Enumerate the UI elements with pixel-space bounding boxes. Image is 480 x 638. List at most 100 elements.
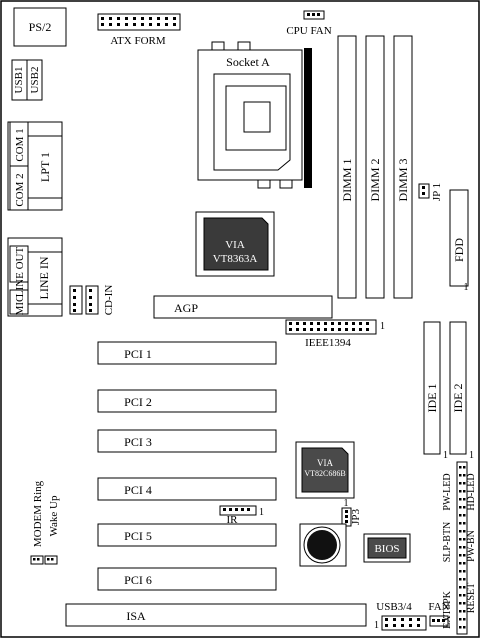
ieee1394-pin	[338, 328, 341, 331]
ide2-connector	[449, 321, 467, 455]
ieee1394-pin	[324, 322, 327, 325]
ieee1394-pin1-label: 1	[380, 321, 385, 332]
mic-label: MIC	[14, 295, 26, 316]
com2-label: COM 2	[14, 173, 26, 206]
front-panel-pin	[459, 530, 462, 533]
front-panel-pin	[463, 594, 466, 597]
ieee1394-pin	[359, 322, 362, 325]
atx-pin	[149, 17, 152, 20]
atx-pin	[109, 23, 112, 26]
front-panel-pin	[463, 546, 466, 549]
ps2-label: PS/2	[29, 20, 52, 34]
socket-latch	[211, 41, 225, 51]
jp1-jumper	[418, 183, 430, 199]
jp1-label: JP 1	[431, 183, 443, 201]
front-panel-pin	[459, 538, 462, 541]
extspk-label: EXTSPK	[442, 590, 453, 629]
front-panel-pin	[463, 474, 466, 477]
jp3-pin	[345, 520, 348, 523]
atx-pin	[141, 17, 144, 20]
pw-bn-label: PW-BN	[466, 530, 477, 562]
usb1-label: USB1	[13, 67, 25, 94]
dimm3-label: DIMM 3	[396, 158, 410, 201]
front-panel-pin	[459, 554, 462, 557]
pci5-slot	[97, 523, 277, 547]
front-panel-pin	[459, 498, 462, 501]
front-panel-pin	[463, 626, 466, 629]
front-panel-pin	[459, 578, 462, 581]
agp-label: AGP	[174, 301, 198, 315]
pci3-slot	[97, 429, 277, 453]
ir-pin	[223, 508, 226, 511]
front-panel-pin	[459, 474, 462, 477]
ieee1394-pin	[317, 322, 320, 325]
atx-pin	[173, 17, 176, 20]
front-panel-pin	[459, 594, 462, 597]
cd-in-header	[69, 285, 83, 315]
fan-pin	[437, 619, 440, 622]
jp1-pin	[422, 186, 425, 189]
front-panel-pin	[463, 586, 466, 589]
front-panel-pin	[459, 514, 462, 517]
reset-label: RESET	[466, 583, 477, 614]
pci1-label: PCI 1	[124, 347, 152, 361]
cpu-fan-pin	[312, 13, 315, 16]
lpt1-port	[27, 135, 63, 199]
ieee1394-pin	[296, 328, 299, 331]
dimm1-slot	[337, 35, 357, 299]
jp3-label: JP3	[350, 509, 362, 525]
ieee1394-pin	[366, 322, 369, 325]
ieee1394-pin	[345, 328, 348, 331]
hd-led-label: HD-LED	[466, 473, 477, 510]
ieee1394-pin	[338, 322, 341, 325]
fdd-connector	[449, 189, 469, 287]
front-panel-pin	[463, 530, 466, 533]
front-panel-header	[456, 461, 468, 635]
atx-pin	[165, 23, 168, 26]
atx-pin	[173, 23, 176, 26]
jp3-pin1-label: 1	[344, 498, 349, 509]
ir-pin1-label: 1	[259, 507, 264, 518]
dimm2-slot	[365, 35, 385, 299]
usb34-pin	[393, 624, 396, 627]
socket-tab	[279, 179, 293, 189]
ir-pin	[247, 508, 250, 511]
mic-jack	[9, 289, 29, 315]
ieee1394-pin	[310, 328, 313, 331]
front-panel-pin	[459, 618, 462, 621]
jp1-pin	[422, 192, 425, 195]
cpu-fan-label: CPU FAN	[286, 25, 331, 37]
front-panel-pin	[463, 562, 466, 565]
front-panel-pin	[463, 506, 466, 509]
cd-in-pin	[73, 289, 76, 292]
cpu-fan-pin	[307, 13, 310, 16]
pci2-slot	[97, 389, 277, 413]
cd-in-pin	[89, 309, 92, 312]
line-out-label: LINE OUT	[14, 247, 26, 298]
cd-in-header-2	[85, 285, 99, 315]
front-panel-pin	[463, 570, 466, 573]
cd-in-label: CD-IN	[103, 285, 115, 316]
front-panel-pin	[459, 602, 462, 605]
wake-up-pin	[51, 558, 54, 561]
ide1-pin1-label: 1	[443, 450, 448, 461]
ieee1394-pin	[359, 328, 362, 331]
cd-in-pin	[89, 296, 92, 299]
atx-pin	[157, 23, 160, 26]
front-panel-pin	[463, 602, 466, 605]
front-panel-pin	[463, 578, 466, 581]
agp-slot	[153, 295, 333, 319]
fan-pin	[442, 619, 445, 622]
usb34-pin	[401, 618, 404, 621]
ide1-connector	[423, 321, 441, 455]
pci6-slot	[97, 567, 277, 591]
bios-chip	[367, 537, 407, 559]
slp-btn-label: SLP-BTN	[442, 522, 453, 563]
atx-pin	[117, 23, 120, 26]
atx-pin	[125, 23, 128, 26]
fdd-pin1-label: 1	[464, 282, 469, 293]
fan-pin	[432, 619, 435, 622]
northbridge-model: VT8363A	[213, 253, 258, 265]
